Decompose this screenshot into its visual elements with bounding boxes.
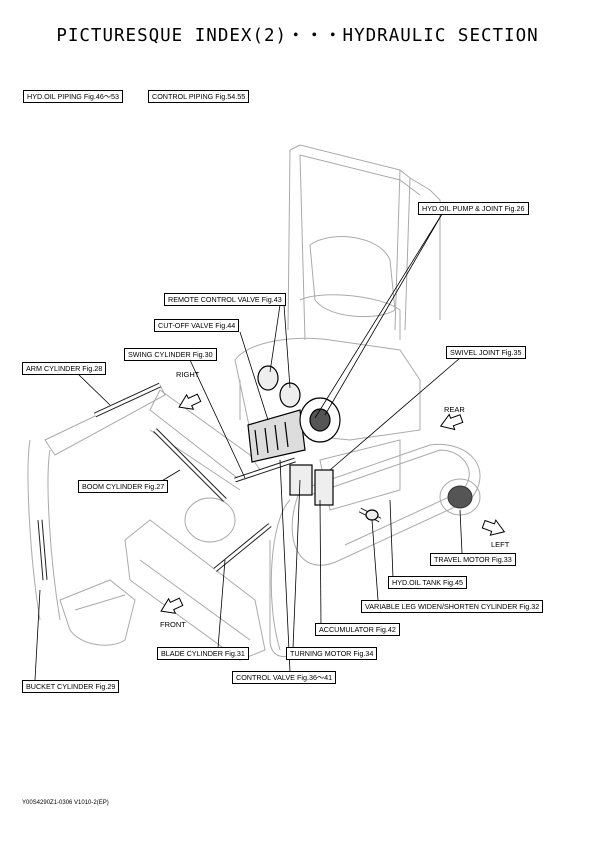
label-bucket-cylinder: BUCKET CYLINDER Fig.29	[22, 680, 120, 693]
label-swing-cylinder: SWING CYLINDER Fig.30	[124, 348, 217, 361]
label-cut-off-valve: CUT-OFF VALVE Fig.44	[154, 319, 240, 332]
label-accumulator: ACCUMULATOR Fig.42	[315, 623, 400, 636]
label-swivel-joint: SWIVEL JOINT Fig.35	[446, 346, 526, 359]
label-travel-motor: TRAVEL MOTOR Fig.33	[430, 553, 516, 566]
page-title: PICTURESQUE INDEX(2)・・・HYDRAULIC SECTION	[56, 26, 539, 46]
label-turning-motor: TURNING MOTOR Fig.34	[286, 647, 378, 660]
direction-right: RIGHT	[176, 370, 200, 379]
label-hyd-oil-tank: HYD.OIL TANK Fig.45	[388, 576, 467, 589]
label-hyd-oil-piping: HYD.OIL PIPING Fig.46～53	[23, 90, 124, 103]
label-boom-cylinder: BOOM CYLINDER Fig.27	[78, 480, 169, 493]
label-remote-control-valve: REMOTE CONTROL VALVE Fig.43	[164, 293, 286, 306]
direction-rear: REAR	[444, 405, 465, 414]
direction-front: FRONT	[160, 620, 186, 629]
label-arm-cylinder: ARM CYLINDER Fig.28	[22, 362, 107, 375]
label-control-valve: CONTROL VALVE Fig.36～41	[232, 671, 337, 684]
label-control-piping: CONTROL PIPING Fig.54.55	[148, 90, 250, 103]
label-hyd-oil-pump: HYD.OIL PUMP & JOINT Fig.26	[418, 202, 529, 215]
direction-left: LEFT	[491, 540, 510, 549]
document-code: Y00S4290Z1-0306 V1010-2(EP)	[22, 800, 109, 806]
label-blade-cylinder: BLADE CYLINDER Fig.31	[157, 647, 249, 660]
label-variable-leg-cylinder: VARIABLE LEG WIDEN/SHORTEN CYLINDER Fig.…	[361, 600, 544, 613]
